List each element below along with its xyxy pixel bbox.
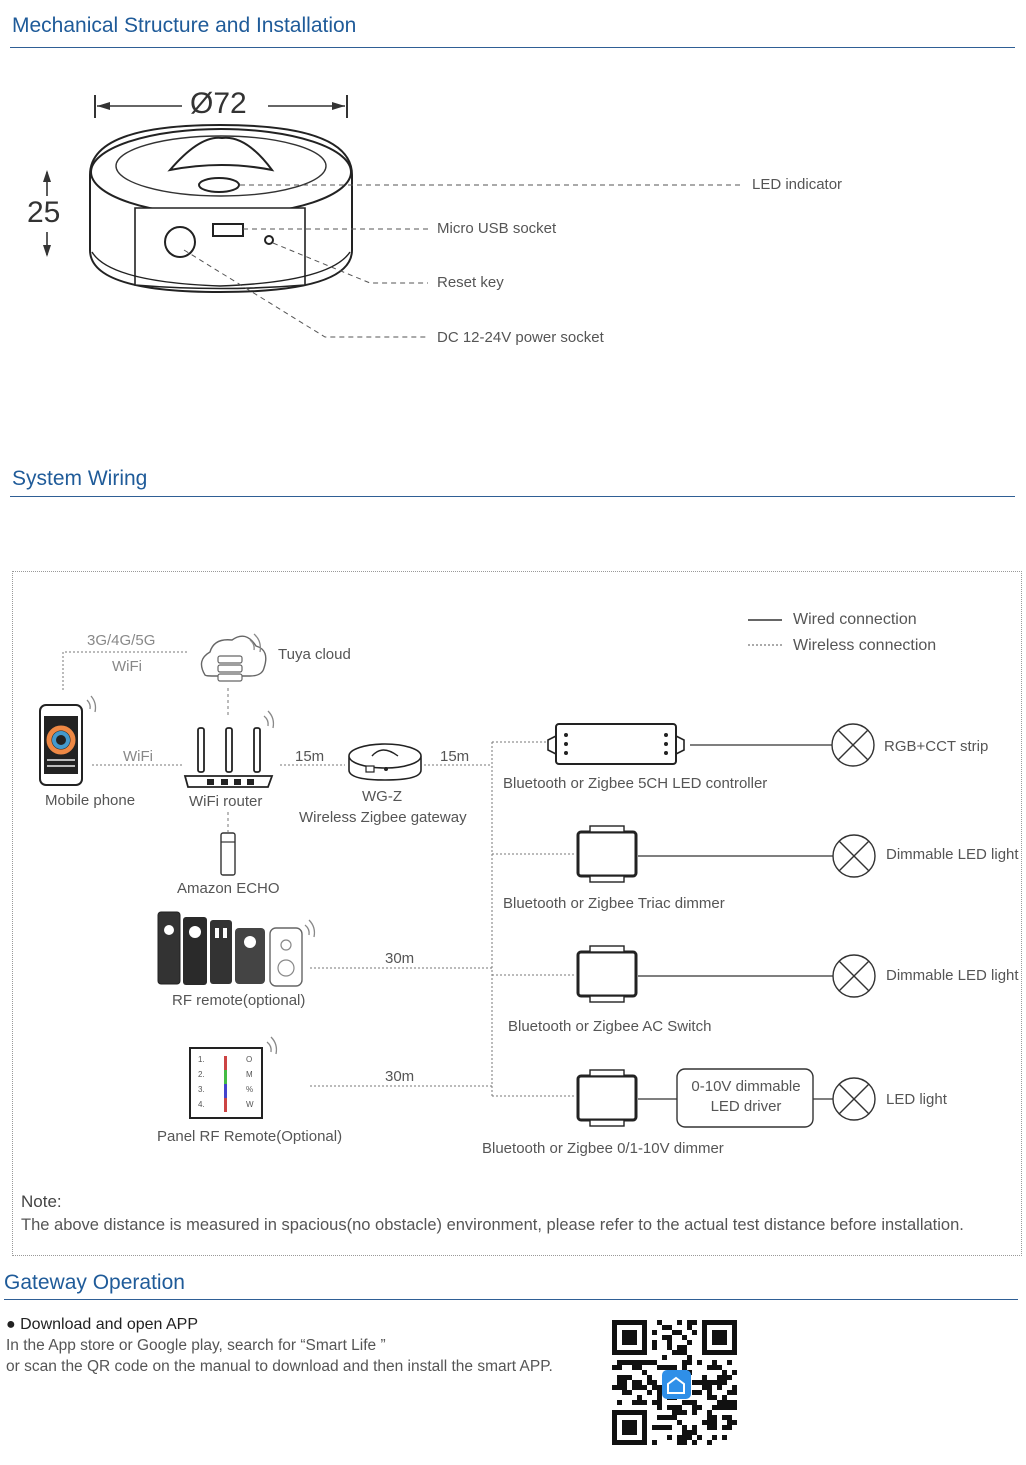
legend-wired: Wired connection xyxy=(793,611,917,628)
section-divider xyxy=(4,1299,1018,1300)
panel-key-label: 2. xyxy=(198,1070,205,1079)
triac-dimmer-icon xyxy=(576,825,638,883)
panel-key-label: 3. xyxy=(198,1085,205,1094)
callout-dc-power: DC 12-24V power socket xyxy=(437,329,604,346)
label-distance-15m: 15m xyxy=(440,748,470,765)
panel-key-label: M xyxy=(246,1070,253,1079)
section-divider xyxy=(10,496,1015,497)
dimension-height: 25 xyxy=(27,196,61,229)
label-distance-30m: 30m xyxy=(385,1068,415,1085)
lamp-icon xyxy=(831,723,875,767)
amazon-echo-icon xyxy=(220,832,236,876)
panel-key-label: 4. xyxy=(198,1100,205,1109)
section-title-wiring: System Wiring xyxy=(12,467,148,490)
label-wgz: WG-Z xyxy=(362,788,402,805)
label-amazon-echo: Amazon ECHO xyxy=(177,880,280,897)
section-divider xyxy=(10,47,1015,48)
label-controller-5ch: Bluetooth or Zigbee 5CH LED controller xyxy=(503,775,768,792)
wifi-router-icon xyxy=(183,710,275,788)
mobile-phone-icon xyxy=(39,695,97,786)
gateway-device-icon xyxy=(348,743,422,781)
label-tuya-cloud: Tuya cloud xyxy=(278,646,351,663)
label-dimmer-0-10v: Bluetooth or Zigbee 0/1-10V dimmer xyxy=(482,1140,724,1157)
wiring-diagram-frame xyxy=(12,571,1022,1256)
label-wifi-top: WiFi xyxy=(112,658,142,675)
label-gateway: Wireless Zigbee gateway xyxy=(299,809,467,826)
callout-micro-usb: Micro USB socket xyxy=(437,220,557,237)
callout-led-indicator: LED indicator xyxy=(752,176,843,193)
section-title-mechanical: Mechanical Structure and Installation xyxy=(12,14,357,37)
note-text: The above distance is measured in spacio… xyxy=(21,1216,964,1234)
home-icon xyxy=(667,1376,685,1394)
ac-switch-icon xyxy=(576,945,638,1003)
section-title-operation: Gateway Operation xyxy=(4,1271,185,1294)
panel-key-label: O xyxy=(246,1055,253,1064)
rf-remote-icon xyxy=(157,911,316,987)
operation-line2: or scan the QR code on the manual to dow… xyxy=(6,1358,553,1375)
device-drawing xyxy=(43,95,742,338)
label-led-light: LED light xyxy=(886,1091,947,1108)
led-controller-5ch-icon xyxy=(547,723,685,765)
lamp-icon xyxy=(832,834,876,878)
label-wifi-mid: WiFi xyxy=(123,748,153,765)
led-driver-box xyxy=(676,1068,814,1128)
label-wifi-router: WiFi router xyxy=(189,793,263,810)
lamp-icon xyxy=(832,1077,876,1121)
app-logo-icon xyxy=(662,1370,691,1399)
label-distance-15m: 15m xyxy=(295,748,325,765)
dimmer-0-10v-icon xyxy=(576,1069,638,1127)
label-driver-line2: LED driver xyxy=(710,1098,782,1115)
note-label: Note: xyxy=(21,1192,62,1211)
label-distance-30m: 30m xyxy=(385,950,415,967)
label-rf-remote: RF remote(optional) xyxy=(172,992,306,1009)
label-ac-switch: Bluetooth or Zigbee AC Switch xyxy=(508,1018,712,1035)
label-triac-dimmer: Bluetooth or Zigbee Triac dimmer xyxy=(503,895,725,912)
label-rgb-cct: RGB+CCT strip xyxy=(884,738,989,755)
label-dimmable-light: Dimmable LED light xyxy=(886,967,1019,984)
operation-line1: In the App store or Google play, search … xyxy=(6,1337,386,1354)
label-mobile-phone: Mobile phone xyxy=(45,792,136,809)
panel-key-label: 1. xyxy=(198,1055,205,1064)
panel-remote-icon xyxy=(189,1036,278,1119)
label-network: 3G/4G/5G xyxy=(87,632,156,649)
panel-key-label: W xyxy=(246,1100,254,1109)
label-dimmable-light: Dimmable LED light xyxy=(886,846,1019,863)
callout-reset-key: Reset key xyxy=(437,274,504,291)
panel-key-label: % xyxy=(246,1085,254,1094)
legend-wireless: Wireless connection xyxy=(793,637,937,654)
operation-bullet: ● Download and open APP xyxy=(6,1316,199,1333)
dimension-width: Ø72 xyxy=(190,87,247,120)
label-driver-line1: 0-10V dimmable xyxy=(691,1078,801,1095)
label-panel-remote: Panel RF Remote(Optional) xyxy=(157,1128,343,1145)
cloud-icon xyxy=(200,633,267,682)
lamp-icon xyxy=(832,954,876,998)
